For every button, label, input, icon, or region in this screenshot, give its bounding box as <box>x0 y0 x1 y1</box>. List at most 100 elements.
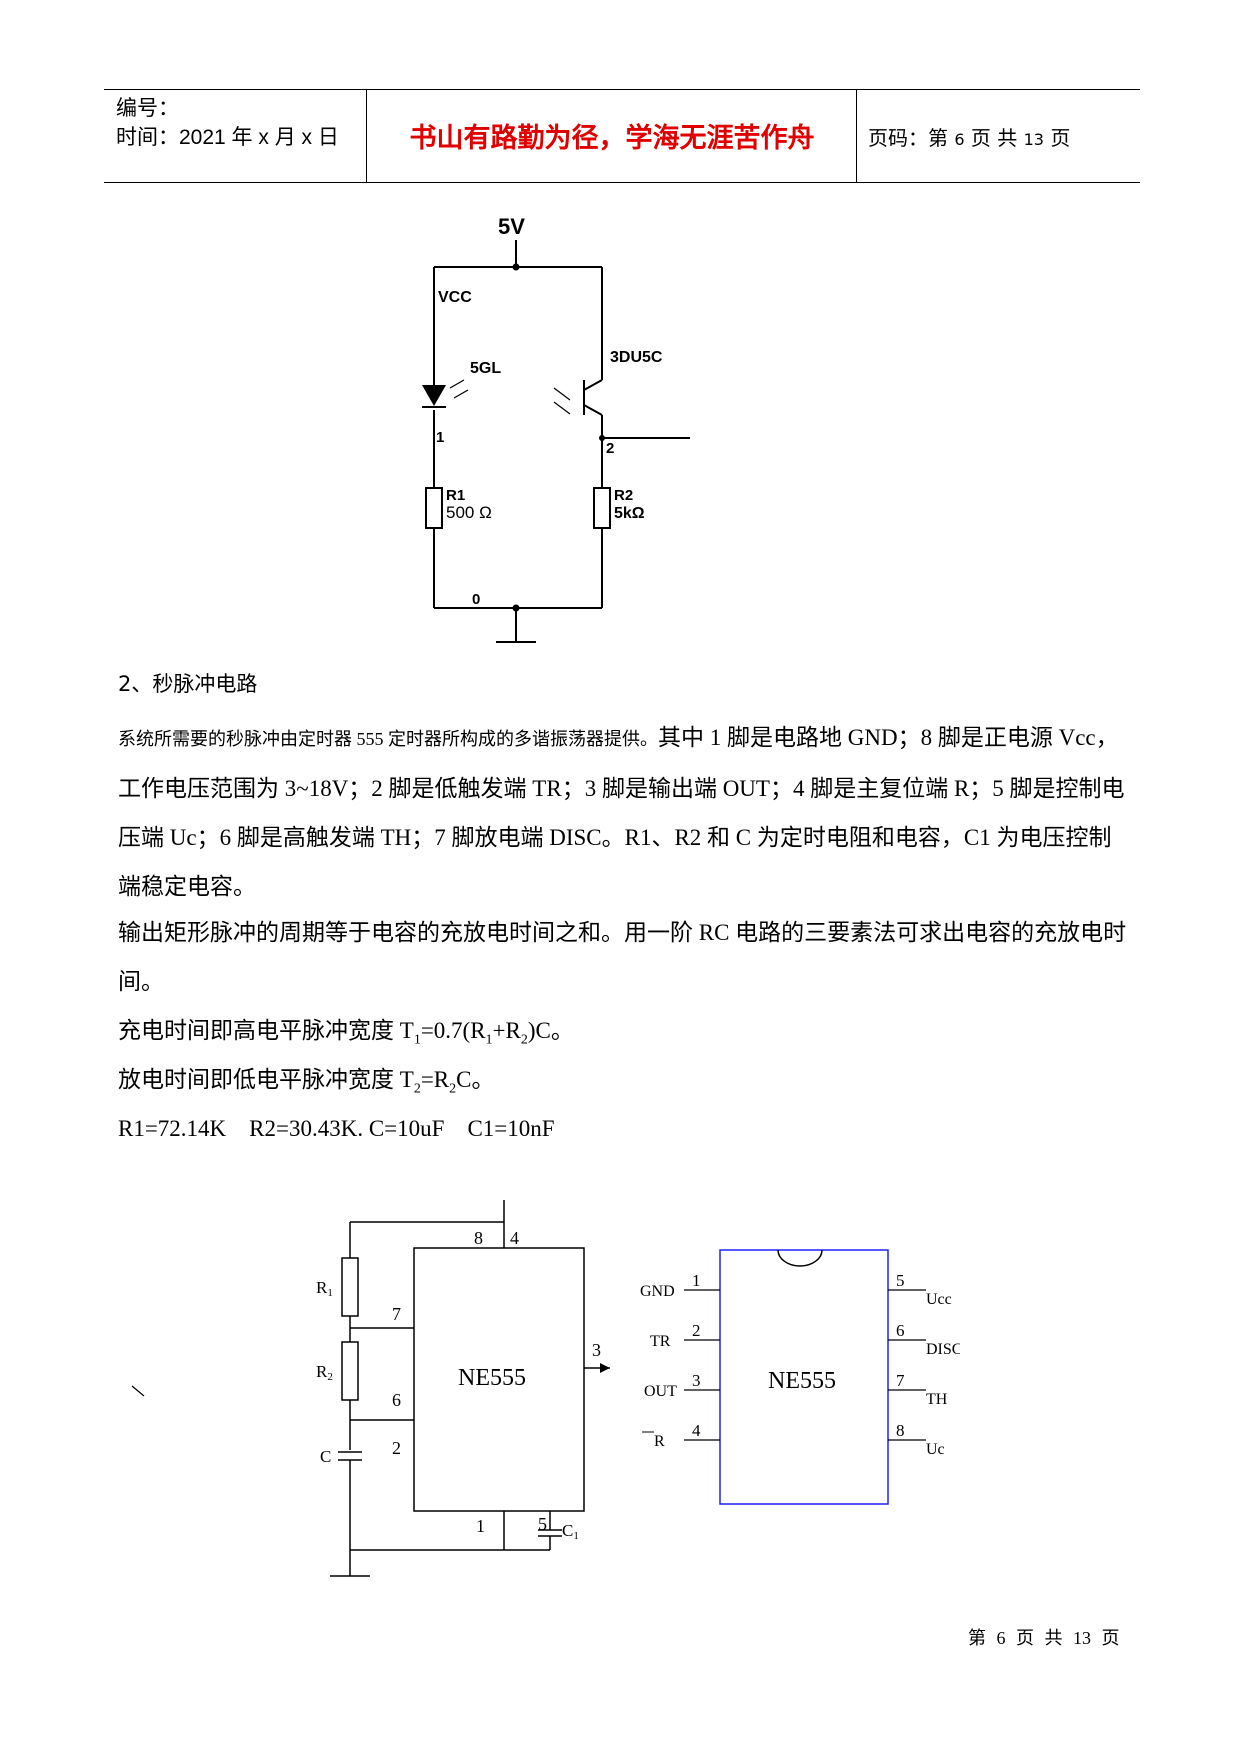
charge-sub: 1 <box>413 1032 421 1048</box>
paragraph-pinout-lead: 系统所需要的秒脉冲由定时器 555 定时器所构成的多谐振荡器提供。 <box>118 729 658 749</box>
pin-name-left: R <box>654 1433 665 1450</box>
footer-suffix: 页 <box>1101 1628 1120 1648</box>
page-total: 13 <box>1023 130 1044 149</box>
label-ne555: NE555 <box>458 1365 526 1391</box>
page-number: 6 <box>954 130 965 149</box>
stray-mark <box>131 1385 145 1397</box>
pin-6: 6 <box>392 1390 401 1410</box>
pinout-body <box>719 1249 889 1505</box>
transistor-collector <box>583 379 603 391</box>
pt-arrow-1 <box>553 387 571 401</box>
pt-arrow-2 <box>553 401 571 415</box>
label-node-2: 2 <box>606 440 614 457</box>
label-5v: 5V <box>498 214 525 239</box>
photo-sensor-circuit: 5V VCC 5GL 3DU5C 1 2 R1 500 Ω R2 5kΩ 0 <box>422 214 690 643</box>
paragraph-charge-time: 充电时间即高电平脉冲宽度 T1=0.7(R1+R2)C。 <box>118 1006 1128 1065</box>
discharge-sub: 2 <box>413 1081 421 1097</box>
discharge-sub-r2: 2 <box>449 1081 457 1097</box>
paragraph-period: 输出矩形脉冲的周期等于电容的充放电时间之和。用一阶 RC 电路的三要素法可求出电… <box>118 920 1127 994</box>
pin-name-left: OUT <box>644 1383 677 1400</box>
pin-name-right: Uc <box>926 1441 945 1458</box>
charge-sub-r2: 2 <box>520 1032 528 1048</box>
header-divider-left <box>366 90 367 182</box>
discharge-text: 放电时间即低电平脉冲宽度 T <box>118 1067 414 1092</box>
r1-resistor <box>425 487 443 529</box>
charge-mid: =0.7(R <box>420 1018 486 1043</box>
ne555-body <box>413 1247 585 1512</box>
label-node-0: 0 <box>472 591 480 608</box>
pin-name-right: Ucc <box>926 1291 952 1308</box>
pin-2: 2 <box>392 1438 401 1458</box>
pin-number-right: 5 <box>896 1271 905 1290</box>
footer-total-prefix: 共 <box>1044 1628 1063 1648</box>
r2-resistor <box>341 1341 359 1401</box>
ne555-astable-circuit: NE555 R1 R2 C C1 8 4 7 6 2 3 1 5 <box>316 1200 610 1577</box>
label-c: C <box>320 1447 331 1466</box>
pin-4: 4 <box>510 1228 519 1248</box>
header-divider-right <box>856 90 857 182</box>
r1-resistor <box>341 1257 359 1317</box>
header-motto: 书山有路勤为径，学海无涯苦作舟 <box>409 123 815 154</box>
label-r2: R2 <box>316 1362 333 1383</box>
charge-plus: +R <box>492 1018 521 1043</box>
supply-node <box>512 263 520 271</box>
page-suffix: 页 <box>1050 126 1071 150</box>
page-footer: 第 6 页 共 13 页 <box>968 1624 1126 1650</box>
page-mid: 页 共 <box>970 126 1018 150</box>
footer-prefix: 第 <box>968 1628 986 1648</box>
pin-number-right: 8 <box>896 1421 905 1440</box>
led-diode <box>422 385 446 406</box>
led-arrow-2 <box>453 389 469 399</box>
charge-sub-r1: 1 <box>485 1032 493 1048</box>
header-meta: 编号： 时间：2021 年 x 月 x 日 <box>116 94 339 152</box>
page-header: 编号： 时间：2021 年 x 月 x 日 书山有路勤为径，学海无涯苦作舟 页码… <box>104 89 1140 183</box>
pin-number-left: 1 <box>692 1271 701 1290</box>
label-r2-value: 5kΩ <box>614 505 645 522</box>
pin-name-left: GND <box>640 1283 675 1300</box>
paragraph-component-values: R1=72.14K R2=30.43K. C=10uF C1=10nF <box>118 1116 555 1141</box>
label-r2: R2 <box>614 487 633 504</box>
ground-node <box>512 604 520 612</box>
pin-7: 7 <box>392 1304 401 1324</box>
output-arrow <box>600 1363 610 1373</box>
discharge-mid: =R <box>420 1067 450 1092</box>
pin-name-left: TR <box>650 1333 671 1350</box>
page-prefix: 页码：第 <box>868 126 948 150</box>
charge-text: 充电时间即高电平脉冲宽度 T <box>118 1018 414 1043</box>
pin-number-left: 3 <box>692 1371 701 1390</box>
section-heading: 2、秒脉冲电路 <box>118 672 258 696</box>
pinout-chip-label: NE555 <box>768 1368 836 1394</box>
pin-5: 5 <box>538 1514 547 1534</box>
discharge-end: C。 <box>456 1067 495 1092</box>
pin-name-right: DISC <box>926 1341 960 1358</box>
footer-total: 13 <box>1073 1628 1091 1648</box>
label-node-1: 1 <box>436 429 444 446</box>
label-r1: R1 <box>446 487 465 504</box>
led-arrow-1 <box>449 379 465 389</box>
pin-number-right: 7 <box>896 1371 905 1390</box>
paragraph-pinout-body: 其中 1 脚是电路地 GND；8 脚是正电源 Vcc，工作电压范围为 3~18V… <box>118 725 1125 899</box>
output-node <box>599 435 605 441</box>
label-c1: C1 <box>562 1521 579 1542</box>
footer-mid: 页 <box>1016 1628 1034 1648</box>
pin-8: 8 <box>474 1228 483 1248</box>
pinout-notch <box>777 1249 823 1267</box>
label-vcc: VCC <box>438 289 472 306</box>
paragraph-pinout: 系统所需要的秒脉冲由定时器 555 定时器所构成的多谐振荡器提供。其中 1 脚是… <box>118 713 1128 911</box>
pin-number-left: 2 <box>692 1321 701 1340</box>
doc-time-label: 时间：2021 年 x 月 x 日 <box>116 126 339 149</box>
charge-end: )C。 <box>527 1018 574 1043</box>
pin-1: 1 <box>476 1516 485 1536</box>
pin-number-right: 6 <box>896 1321 905 1340</box>
doc-number-label: 编号： <box>116 97 179 120</box>
paragraph-discharge-time: 放电时间即低电平脉冲宽度 T2=R2C。 <box>118 1055 1128 1114</box>
header-page-info: 页码：第 6 页 共 13 页 <box>868 122 1070 151</box>
pin-name-right: TH <box>926 1391 948 1408</box>
label-3du5c: 3DU5C <box>610 349 663 366</box>
transistor-emitter <box>583 404 603 416</box>
pin-3: 3 <box>592 1340 601 1360</box>
label-5gl: 5GL <box>470 360 501 377</box>
footer-page: 6 <box>996 1628 1006 1648</box>
r2-resistor <box>593 487 611 529</box>
